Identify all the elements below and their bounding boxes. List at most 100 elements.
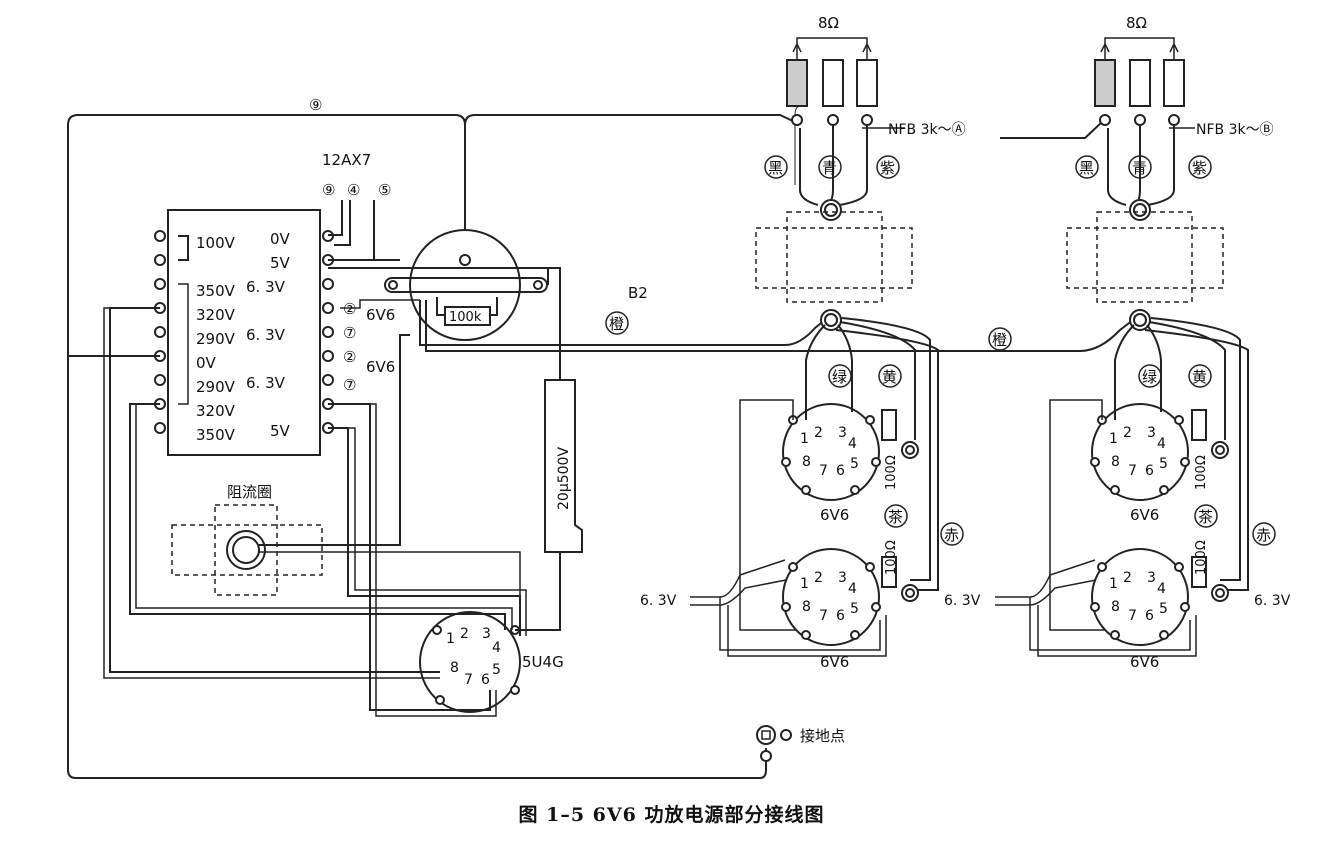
label-6v6-a: 6V6 [366, 306, 395, 324]
label-brown-right: 茶 [1198, 508, 1213, 526]
label-6v6-lb: 6V6 [820, 653, 849, 671]
figure-caption: 图 1–5 6V6 功放电源部分接线图 [518, 804, 825, 826]
label-100k: 100k [449, 310, 482, 325]
pin-rt-8: 8 [1111, 454, 1120, 470]
label-circ-9b: ⑨ [322, 181, 335, 199]
label-black-left: 黑 [768, 159, 783, 177]
label-6v6-b: 6V6 [366, 358, 395, 376]
pin-lb-7: 7 [819, 608, 828, 624]
label-purple-right: 紫 [1192, 159, 1207, 177]
label-100ohm-r1: 100Ω [1194, 455, 1209, 490]
pin-lb-8: 8 [802, 599, 811, 615]
tap-left-5: 290V [196, 378, 236, 396]
pin-rb-8: 8 [1111, 599, 1120, 615]
label-63v-l2: 6. 3V [944, 593, 981, 609]
pin-5u4g-4: 4 [492, 640, 501, 656]
tap-right-3: 6. 3V [246, 326, 286, 344]
tap-right-0: 0V [270, 230, 291, 248]
label-circ-7b: ⑦ [343, 376, 356, 394]
tube-socket-6v6-left-bottom [782, 548, 880, 646]
label-circ-2b: ② [343, 348, 356, 366]
pin-lb-5: 5 [850, 601, 859, 617]
label-nfb-b: NFB 3k～Ⓑ [1196, 122, 1274, 138]
label-black-right: 黑 [1079, 159, 1094, 177]
pin-5u4g-1: 1 [446, 631, 455, 647]
pin-rt-7: 7 [1128, 463, 1137, 479]
tap-left-0: 100V [196, 234, 236, 252]
label-12ax7: 12AX7 [322, 151, 371, 169]
filter-capacitor [544, 379, 583, 553]
pin-lb-1: 1 [800, 576, 809, 592]
pin-5u4g-5: 5 [492, 662, 501, 678]
pin-rb-5: 5 [1159, 601, 1168, 617]
label-choke: 阻流圈 [227, 483, 272, 501]
tube-socket-6v6-right-bottom [1091, 548, 1189, 646]
label-red-right: 赤 [1256, 526, 1271, 544]
tap-left-4: 0V [196, 354, 217, 372]
pin-rt-5: 5 [1159, 456, 1168, 472]
pin-5u4g-2: 2 [460, 626, 469, 642]
label-yellow-left: 黄 [882, 368, 897, 386]
label-100ohm-l2: 100Ω [884, 540, 899, 575]
tube-socket-6v6-right-top [1091, 403, 1189, 501]
pin-lb-3: 3 [838, 570, 847, 586]
label-6v6-rt: 6V6 [1130, 506, 1159, 524]
pin-rt-4: 4 [1157, 436, 1166, 452]
pin-lt-2: 2 [814, 425, 823, 441]
pin-5u4g-8: 8 [450, 660, 459, 676]
label-100ohm-r2: 100Ω [1194, 540, 1209, 575]
pin-5u4g-3: 3 [482, 626, 491, 642]
power-transformer [167, 209, 321, 456]
label-63v-r: 6. 3V [1254, 593, 1291, 609]
label-circ-9: ⑨ [309, 96, 322, 114]
label-100ohm-l1: 100Ω [884, 455, 899, 490]
label-capacitor: 20μ500V [556, 447, 572, 510]
label-yellow-right: 黄 [1192, 368, 1207, 386]
pin-rb-1: 1 [1109, 576, 1118, 592]
label-6v6-rb: 6V6 [1130, 653, 1159, 671]
pin-rt-3: 3 [1147, 425, 1156, 441]
pin-rt-2: 2 [1123, 425, 1132, 441]
pin-lt-8: 8 [802, 454, 811, 470]
tap-left-7: 350V [196, 426, 236, 444]
label-red-left: 赤 [944, 526, 959, 544]
tap-left-3: 290V [196, 330, 236, 348]
tap-right-2: 6. 3V [246, 278, 286, 296]
pin-lb-2: 2 [814, 570, 823, 586]
label-cyan-left: 青 [822, 159, 837, 177]
pin-lt-4: 4 [848, 436, 857, 452]
pin-lt-7: 7 [819, 463, 828, 479]
tube-socket-5u4g [419, 611, 521, 713]
tap-left-6: 320V [196, 402, 236, 420]
pin-5u4g-6: 6 [481, 672, 490, 688]
pin-lt-1: 1 [800, 431, 809, 447]
pin-lb-6: 6 [836, 608, 845, 624]
pin-rt-6: 6 [1145, 463, 1154, 479]
label-purple-left: 紫 [880, 159, 895, 177]
label-nfb-a: NFB 3k～Ⓐ [888, 122, 966, 138]
label-63v-l: 6. 3V [640, 593, 677, 609]
pin-rb-7: 7 [1128, 608, 1137, 624]
tap-right-4: 6. 3V [246, 374, 286, 392]
label-circ-4: ④ [347, 181, 360, 199]
label-6v6-lt: 6V6 [820, 506, 849, 524]
label-brown-left: 茶 [888, 508, 903, 526]
label-b2: B2 [628, 284, 648, 302]
label-green-right: 绿 [1142, 368, 1157, 386]
tap-left-1: 350V [196, 282, 236, 300]
label-ground: 接地点 [800, 727, 845, 745]
label-cyan-right: 青 [1132, 159, 1147, 177]
tap-left-2: 320V [196, 306, 236, 324]
pin-lt-3: 3 [838, 425, 847, 441]
label-8ohm-right: 8Ω [1126, 14, 1147, 32]
pin-rt-1: 1 [1109, 431, 1118, 447]
label-8ohm-left: 8Ω [818, 14, 839, 32]
pin-lt-6: 6 [836, 463, 845, 479]
pin-rb-3: 3 [1147, 570, 1156, 586]
pin-rb-6: 6 [1145, 608, 1154, 624]
label-orange-left: 橙 [609, 315, 624, 333]
label-circ-7a: ⑦ [343, 324, 356, 342]
label-orange-right: 橙 [992, 331, 1007, 349]
tube-socket-6v6-left-top [782, 403, 880, 501]
